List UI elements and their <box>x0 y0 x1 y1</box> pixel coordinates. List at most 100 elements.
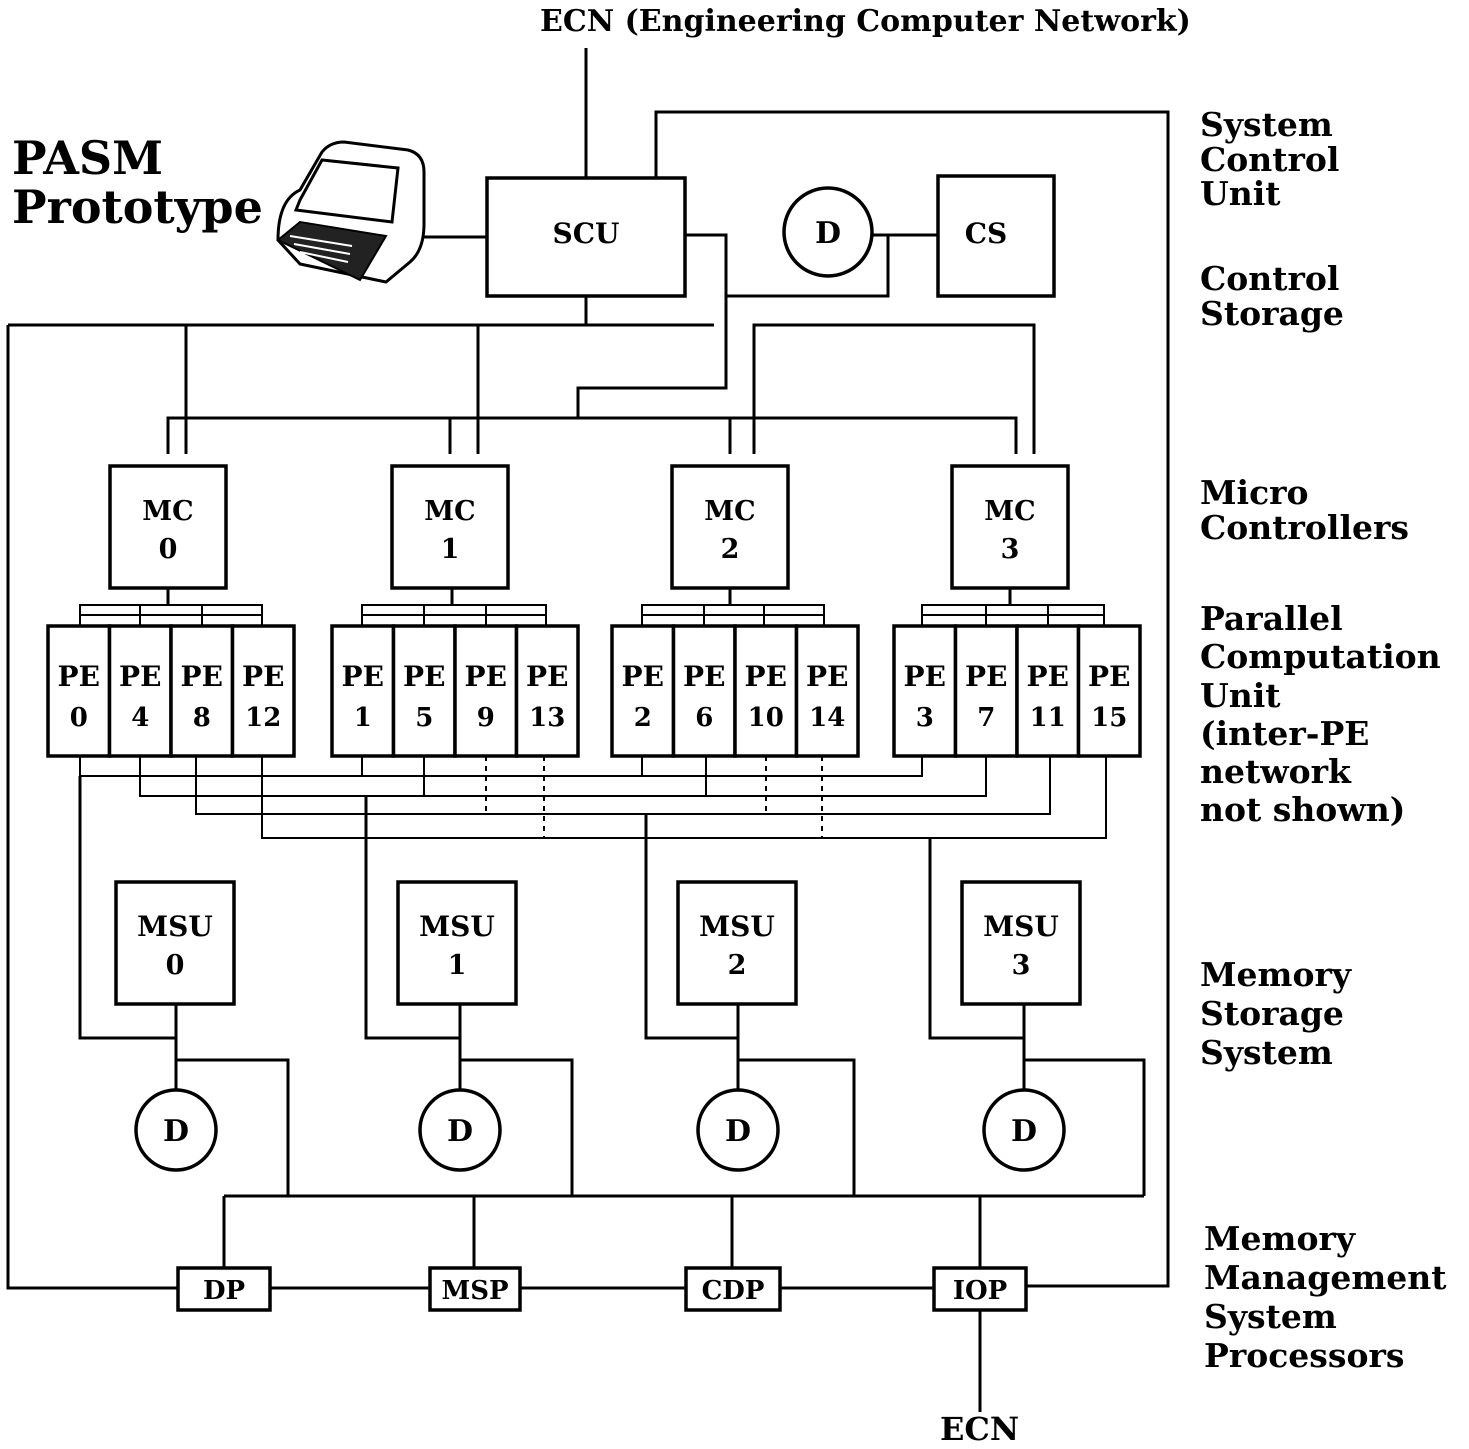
pe-label: PE <box>342 660 384 693</box>
pe-number: 10 <box>748 703 784 733</box>
side-scu-line-3: Unit <box>1200 177 1339 212</box>
side-mss-line-2: Storage <box>1200 995 1351 1034</box>
side-label-parallel: Parallel Computation Unit (inter-PE netw… <box>1200 600 1441 830</box>
pe-label: PE <box>181 660 223 693</box>
mc-label: MC <box>984 496 1035 527</box>
mc-label: MC <box>424 496 475 527</box>
processor-0: DP <box>178 1268 270 1310</box>
storage-wires <box>176 1004 1144 1412</box>
pe-box: PE7 <box>956 626 1018 756</box>
msu-box-3: MSU 3 <box>962 882 1080 1004</box>
cs-label: CS <box>965 217 1008 250</box>
mc-box-0: MC 0 <box>110 466 226 588</box>
pe-label: PE <box>242 660 284 693</box>
side-scu-line-1: System <box>1200 108 1339 143</box>
msu-disk-0: D <box>136 1090 216 1170</box>
pe-box: PE 14 <box>797 626 859 756</box>
pe-box: PE6 <box>674 626 736 756</box>
pe-label: PE <box>904 660 946 693</box>
mc-box-1: MC 1 <box>392 466 508 588</box>
side-pcu-line-5: network <box>1200 753 1441 791</box>
pe-label: PE <box>403 660 445 693</box>
side-mms-line-1: Memory <box>1204 1220 1447 1259</box>
pe-label: PE <box>1088 660 1130 693</box>
pe-box: PE9 <box>455 626 517 756</box>
pe-number: 5 <box>415 703 433 733</box>
pe-label: PE <box>683 660 725 693</box>
mc-box-3: MC 3 <box>952 466 1068 588</box>
processor-label: IOP <box>953 1276 1007 1306</box>
pe-label: PE <box>58 660 100 693</box>
pe-box: PE 5 <box>394 626 456 756</box>
side-label-memory-storage: Memory Storage System <box>1200 956 1351 1073</box>
msu-disk-2: D <box>698 1090 778 1170</box>
mc-number: 3 <box>1001 534 1020 565</box>
terminal-icon <box>278 142 424 282</box>
pe-box: PE 12 <box>233 626 295 756</box>
msu-box-2: MSU 2 <box>678 882 796 1004</box>
pe-box: PE4 <box>110 626 172 756</box>
pe-number: 4 <box>131 703 149 733</box>
cs-mc-bus <box>754 325 1034 454</box>
disk-label: D <box>447 1114 473 1149</box>
side-cs-line-2: Storage <box>1200 297 1344 332</box>
msu-disk-1: D <box>420 1090 500 1170</box>
disk-label: D <box>725 1114 751 1149</box>
mc-pe-buses <box>80 588 1104 626</box>
side-mms-line-3: System <box>1204 1298 1447 1337</box>
msu-label: MSU <box>699 910 775 943</box>
side-pcu-line-2: Computation <box>1200 638 1441 676</box>
side-label-scu: System Control Unit <box>1200 108 1339 212</box>
msu-number: 0 <box>166 950 185 981</box>
msu-box-1: MSU 1 <box>398 882 516 1004</box>
pe-number: 11 <box>1030 703 1066 733</box>
msu-disk-3: D <box>984 1090 1064 1170</box>
pe-box: PE 1 <box>332 626 394 756</box>
pe-number: 14 <box>809 703 845 733</box>
diagram-title: PASM Prototype <box>12 134 263 232</box>
pe-number: 13 <box>529 703 565 733</box>
pe-label: PE <box>745 660 787 693</box>
mc-number: 0 <box>159 534 178 565</box>
side-label-memory-management: Memory Management System Processors <box>1204 1220 1447 1376</box>
pe-label: PE <box>1027 660 1069 693</box>
pe-number: 3 <box>916 703 934 733</box>
pe-label: PE <box>806 660 848 693</box>
msu-number: 2 <box>728 950 747 981</box>
scu-label: SCU <box>553 217 620 250</box>
msu-label: MSU <box>983 910 1059 943</box>
side-mss-line-1: Memory <box>1200 956 1351 995</box>
disk-label: D <box>1011 1114 1037 1149</box>
processor-1: MSP <box>430 1268 520 1310</box>
pe-box: PE 3 <box>894 626 956 756</box>
pe-number: 9 <box>477 703 495 733</box>
pe-label: PE <box>965 660 1007 693</box>
msu-number: 3 <box>1012 950 1031 981</box>
processor-label: CDP <box>702 1276 765 1306</box>
pe-box: PE 11 <box>1017 626 1079 756</box>
mc-broadcast-bus <box>168 418 1016 454</box>
msu-number: 1 <box>448 950 467 981</box>
pe-number: 2 <box>634 703 652 733</box>
processor-label: MSP <box>441 1276 508 1306</box>
mc-number: 1 <box>441 534 460 565</box>
side-cs-line-1: Control <box>1200 262 1344 297</box>
pe-box: PE 2 <box>612 626 674 756</box>
mc-label: MC <box>142 496 193 527</box>
pe-box: PE 10 <box>735 626 797 756</box>
pe-label: PE <box>622 660 664 693</box>
pe-box: PE0 <box>48 626 110 756</box>
side-mms-line-2: Management <box>1204 1259 1447 1298</box>
pe-box: PE8 <box>171 626 233 756</box>
processor-3: IOP <box>934 1268 1026 1310</box>
control-disk: D <box>784 188 872 276</box>
ecn-top-label: ECN (Engineering Computer Network) <box>540 6 1191 38</box>
msu-label: MSU <box>419 910 495 943</box>
disk-label: D <box>163 1114 189 1149</box>
pe-number: 12 <box>245 703 281 733</box>
pe-number: 1 <box>354 703 372 733</box>
